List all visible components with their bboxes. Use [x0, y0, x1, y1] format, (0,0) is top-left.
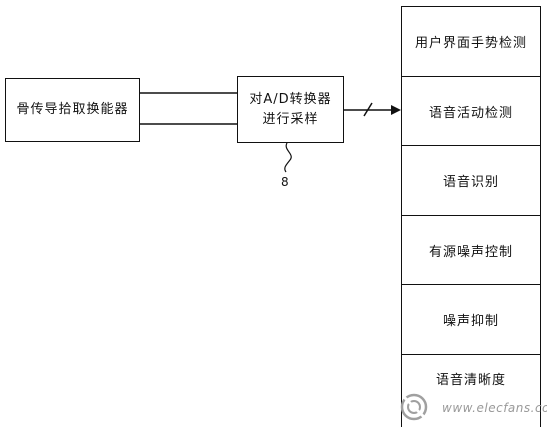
watermark-logo-icon — [400, 393, 428, 421]
function-cell-noise-suppression: 噪声抑制 — [402, 285, 540, 355]
function-label: 语音活动检测 — [428, 105, 513, 121]
function-cell-ui-gesture-detection: 用户界面手势检测 — [402, 7, 540, 77]
function-label: 噪声抑制 — [442, 314, 499, 329]
bus-slash — [363, 102, 373, 117]
reference-numeral: 8 — [281, 175, 289, 189]
function-label: 语音清晰度 — [435, 373, 506, 388]
function-cell-active-noise-control: 有源噪声控制 — [402, 216, 540, 285]
adc-sampling-label: 对A/D转换器进行采样 — [249, 91, 332, 127]
function-cell-voice-activity-detection: 语音活动检测 — [402, 77, 540, 146]
function-cell-speech-intelligibility: 语音清晰度 — [402, 355, 540, 428]
watermark-text: www.elecfans.com — [442, 401, 547, 415]
leader-line — [284, 142, 292, 173]
bone-conduction-transducer-block: 骨传导拾取换能器 — [5, 78, 140, 142]
function-label: 有源噪声控制 — [428, 244, 513, 260]
function-cell-speech-recognition: 语音识别 — [402, 146, 540, 216]
function-label: 用户界面手势检测 — [414, 36, 527, 51]
function-label: 语音识别 — [442, 175, 499, 190]
function-stack: 用户界面手势检测 语音活动检测 语音识别 有源噪声控制 噪声抑制 语音清晰度 — [401, 6, 541, 427]
adc-sampling-block: 对A/D转换器进行采样 — [237, 76, 344, 143]
bone-conduction-transducer-label: 骨传导拾取换能器 — [16, 102, 129, 117]
bus-arrow-head — [391, 105, 401, 115]
